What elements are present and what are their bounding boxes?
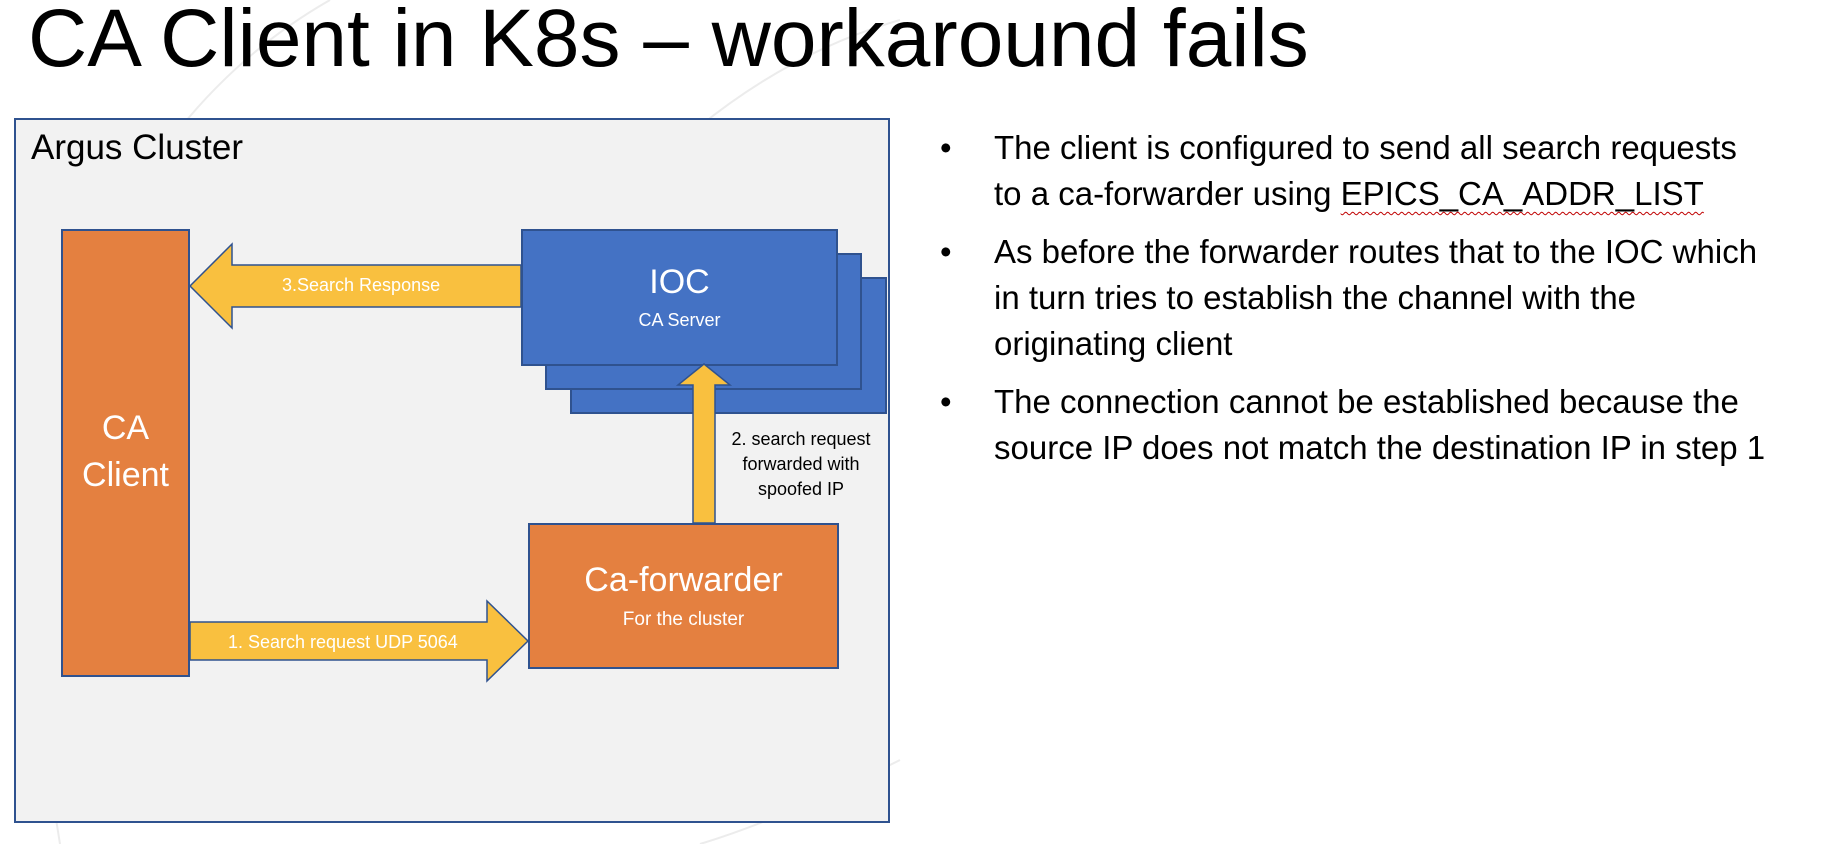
- slide-title: CA Client in K8s – workaround fails: [28, 0, 1309, 84]
- bullet-2-line-2: in turn tries to establish the channel w…: [994, 279, 1637, 316]
- cluster-label: Argus Cluster: [31, 128, 244, 167]
- bullet-1-line-1: The client is configured to send all sea…: [994, 129, 1737, 166]
- ioc-box: [521, 229, 838, 366]
- ioc-subtitle: CA Server: [638, 310, 721, 330]
- bullet-dot-icon: •: [940, 233, 952, 270]
- bullet-3-line-1: The connection cannot be established bec…: [994, 383, 1739, 420]
- bullet-2-line-1: As before the forwarder routes that to t…: [994, 233, 1758, 270]
- env-var-name: EPICS_CA_ADDR_LIST: [1340, 175, 1704, 212]
- bullet-dot-icon: •: [940, 129, 952, 166]
- bullet-2-line-3: originating client: [994, 325, 1233, 362]
- search-response-label: 3.Search Response: [282, 275, 441, 295]
- bullet-list: • The client is configured to send all s…: [940, 125, 1765, 483]
- bullet-3-line-2: source IP does not match the destination…: [994, 429, 1766, 466]
- ca-forwarder-box: [528, 523, 839, 669]
- forwarded-request-arrow: [675, 363, 733, 524]
- search-request-arrow: [189, 599, 530, 683]
- ca-forwarder-title: Ca-forwarder: [584, 561, 783, 599]
- ca-forwarder-subtitle: For the cluster: [622, 609, 745, 630]
- ioc-title: IOC: [649, 263, 710, 301]
- bullet-dot-icon: •: [940, 383, 952, 420]
- search-request-label: 1. Search request UDP 5064: [228, 632, 458, 652]
- bullet-item: • As before the forwarder routes that to…: [940, 229, 1765, 367]
- search-response-arrow: [188, 242, 522, 330]
- bullet-item: • The client is configured to send all s…: [940, 125, 1765, 217]
- ca-client-box: [61, 229, 190, 677]
- forwarded-request-label: 2. search request forwarded with spoofed…: [731, 429, 871, 499]
- ca-client-label: CA Client: [82, 409, 169, 494]
- bullet-1-line-2-prefix: to a ca-forwarder using: [994, 175, 1341, 212]
- bullet-item: • The connection cannot be established b…: [940, 379, 1765, 471]
